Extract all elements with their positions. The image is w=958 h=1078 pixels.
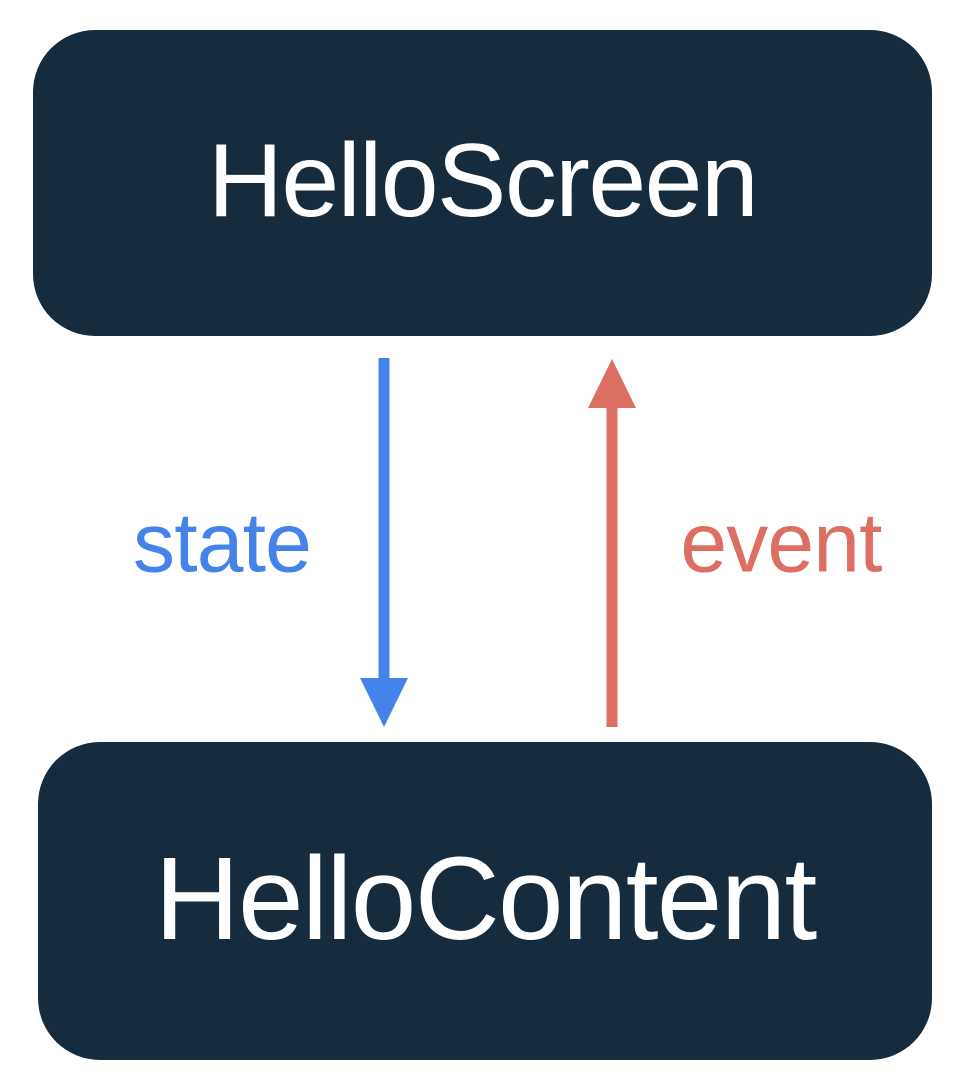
event-arrowhead-icon bbox=[588, 359, 636, 408]
helloscreen-label: HelloScreen bbox=[207, 122, 759, 239]
state-label: state bbox=[133, 495, 312, 590]
state-arrowhead-icon bbox=[360, 678, 408, 727]
node-helloscreen: HelloScreen bbox=[33, 30, 932, 336]
state-down-arrow bbox=[360, 358, 408, 727]
hellocontent-label: HelloContent bbox=[154, 833, 818, 965]
event-label: event bbox=[680, 495, 882, 590]
event-up-arrow bbox=[588, 359, 636, 727]
node-hellocontent: HelloContent bbox=[38, 742, 932, 1060]
